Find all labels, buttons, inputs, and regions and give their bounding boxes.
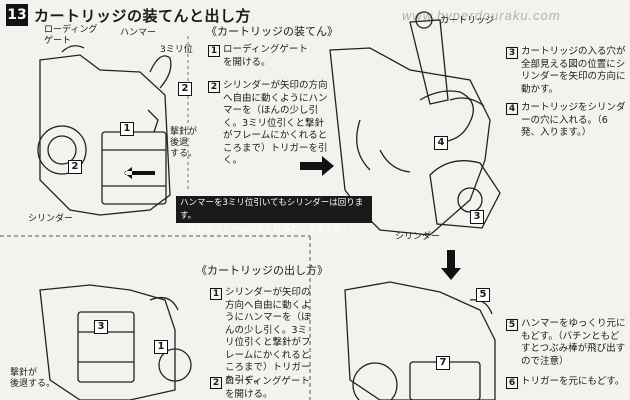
step-text: シリンダーが矢印の方向へ自由に動くようにハンマーを（ほんの少し引く。3ミリ位引く… xyxy=(225,287,311,386)
hammer-label: ハンマー xyxy=(120,28,157,38)
callout-box: 3 xyxy=(470,210,484,224)
step-text: トリガーを元にもどす。 xyxy=(521,376,625,387)
step-text: ローディングゲートを開ける。 xyxy=(225,376,310,400)
note-line-1: ハンマーを3ミリ位引いてもシリンダーは回ります。 xyxy=(180,198,364,221)
step-number: 5 xyxy=(506,319,518,331)
cylinder-label: シリンダー xyxy=(28,214,74,224)
callout-box: 2 xyxy=(68,160,82,174)
loading-step-2: 2 シリンダーが矢印の方向へ自由に動くようにハンマーを（ほんの少し引く。3ミリ位… xyxy=(208,80,331,168)
section-title: カートリッジの装てんと出し方 xyxy=(34,7,252,25)
callout-box: 7 xyxy=(436,356,450,370)
loading-step-1: 1 ローディングゲートを開ける。 xyxy=(208,44,313,69)
firing-pin-label: 撃針が 後退 する。 xyxy=(170,127,198,159)
release-step-5: 5 ハンマーをゆっくり元にもどす。（バチンともどすとつぶみ棒が飛び出すので注意） xyxy=(506,318,626,368)
step-number: 2 xyxy=(208,81,220,93)
watermark-text: www.hyperdouraku.com xyxy=(402,8,561,23)
callout-box: 1 xyxy=(120,122,134,136)
step-text: ローディングゲートを開ける。 xyxy=(223,44,308,68)
loading-note: ハンマーを3ミリ位引いてもシリンダーは回ります。 （撃針がフレームにかくれるとこ… xyxy=(176,196,372,234)
step-text: カートリッジをシリンダーの穴に入れる。（6発、入ります。） xyxy=(521,102,626,138)
cylinder-label-right: シリンダー xyxy=(395,232,441,242)
callout-box: 5 xyxy=(476,288,490,302)
step-text: カートリッジの入る穴が全部見える図の位置にシリンダーを矢印の方向に動かす。 xyxy=(521,46,626,95)
step-number: 6 xyxy=(506,377,518,389)
step-number: 1 xyxy=(208,45,220,57)
unloading-subtitle: 《カートリッジの出し方》 xyxy=(196,264,328,277)
step-text: シリンダーが矢印の方向へ自由に動くようにハンマーを（ほんの少し引く。3ミリ位引く… xyxy=(223,80,328,166)
callout-box: 4 xyxy=(434,136,448,150)
step-text: ハンマーをゆっくり元にもどす。（バチンともどすとつぶみ棒が飛び出すので注意） xyxy=(521,318,626,367)
unloading-step-1: 1 シリンダーが矢印の方向へ自由に動くようにハンマーを（ほんの少し引く。3ミリ位… xyxy=(210,287,315,387)
three-mm-label: 3ミリ位 xyxy=(160,45,193,55)
callout-box: 1 xyxy=(154,340,168,354)
section-number: 13 xyxy=(6,4,28,26)
step-number: 4 xyxy=(506,103,518,115)
loading-gate-label: ローディング ゲート xyxy=(44,25,98,46)
insert-step-4: 4 カートリッジをシリンダーの穴に入れる。（6発、入ります。） xyxy=(506,102,626,140)
callout-box: 2 xyxy=(178,82,192,96)
insert-step-3: 3 カートリッジの入る穴が全部見える図の位置にシリンダーを矢印の方向に動かす。 xyxy=(506,46,626,96)
step-number: 1 xyxy=(210,288,222,300)
unloading-step-2: 2 ローディングゲートを開ける。 xyxy=(210,376,315,400)
step-number: 3 xyxy=(506,47,518,59)
step-number: 2 xyxy=(210,377,222,389)
firing-pin-label-bottom: 撃針が 後退する。 xyxy=(10,368,56,389)
loading-subtitle: 《カートリッジの装てん》 xyxy=(206,25,338,38)
cartridge-label: カートリッジ xyxy=(440,16,495,26)
release-step-6: 6 トリガーを元にもどす。 xyxy=(506,376,626,389)
note-line-2: （撃針がフレームにかくれるところまで引く） xyxy=(180,224,359,234)
callout-box: 3 xyxy=(94,320,108,334)
